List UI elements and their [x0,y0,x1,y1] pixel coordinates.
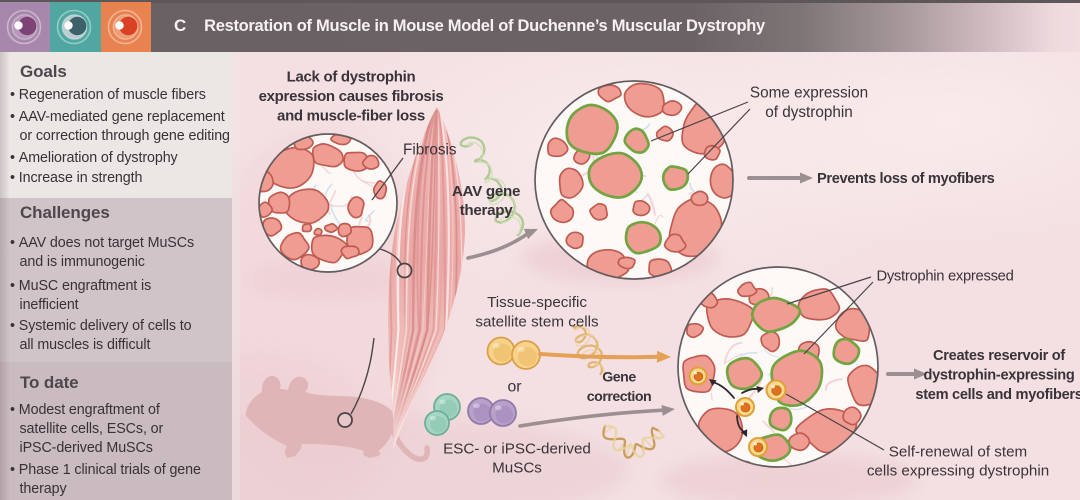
svg-text:Prevents loss of myofibers: Prevents loss of myofibers [817,171,995,187]
svg-text:Fibrosis: Fibrosis [403,142,457,159]
svg-text:Dystrophin expressed: Dystrophin expressed [876,269,1013,285]
svg-text:or: or [507,379,521,396]
